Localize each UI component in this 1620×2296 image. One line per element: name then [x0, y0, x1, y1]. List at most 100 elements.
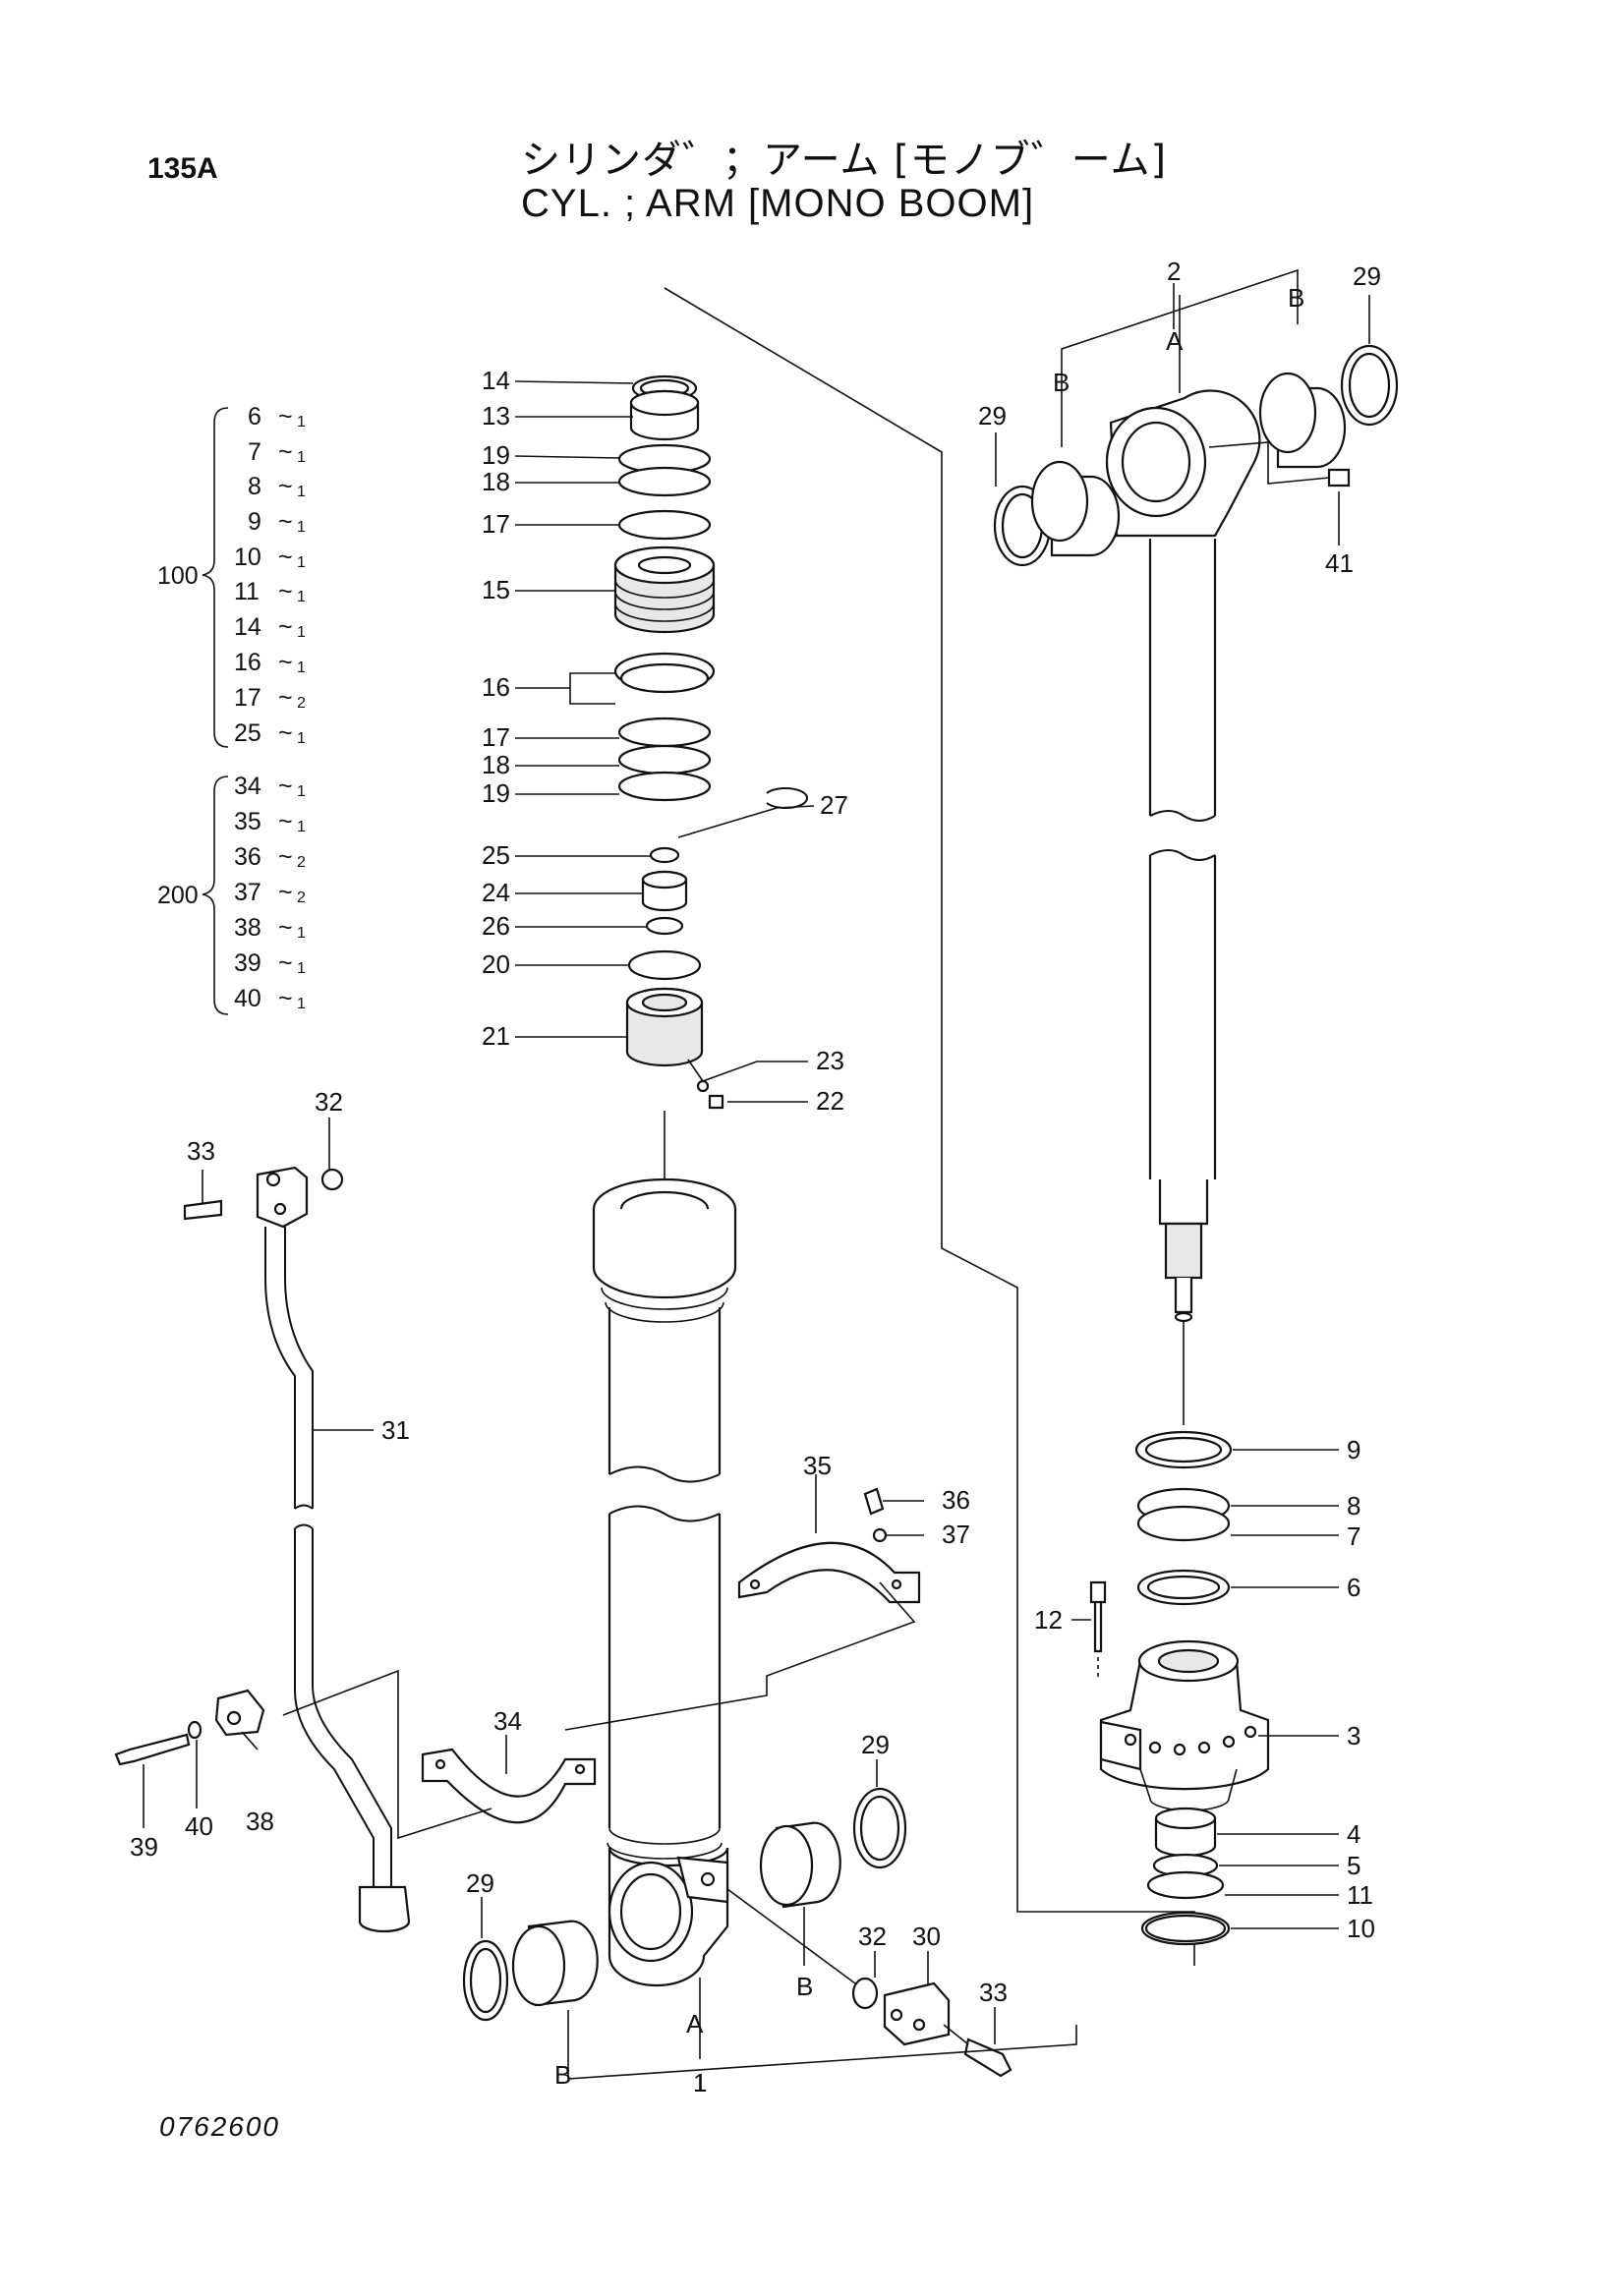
callout-17b: 17 — [482, 722, 510, 752]
part-39-bolt — [114, 1733, 191, 1766]
tube-B-bracket-bottom — [567, 2025, 1077, 2080]
kit-100-label: 100 — [157, 562, 199, 590]
kit-item-no: 17 — [234, 684, 261, 712]
callout-11: 11 — [1347, 1880, 1373, 1910]
pipe-31-upper — [264, 1227, 314, 1509]
part-26-ring — [645, 916, 684, 936]
kit-item-no: 37 — [234, 879, 261, 906]
kit-item-qty: 2 — [297, 854, 306, 871]
kit-item-no: 6 — [248, 403, 261, 430]
kit-item-qty: 1 — [297, 960, 306, 977]
pipe-bracket-hardware — [114, 1689, 265, 1828]
callout-10: 10 — [1347, 1914, 1375, 1943]
callout-19: 19 — [482, 440, 510, 470]
callout-12: 12 — [1034, 1605, 1063, 1635]
callout-B-rod-left: B — [1053, 368, 1070, 397]
leader-lines — [202, 283, 1370, 2044]
callout-3: 3 — [1347, 1721, 1360, 1751]
kit-item-qty: 1 — [297, 414, 306, 430]
kit-200-label: 200 — [157, 882, 199, 909]
svg-text:~: ~ — [278, 914, 293, 942]
kit-item-no: 36 — [234, 843, 261, 871]
callout-2: 2 — [1167, 257, 1181, 286]
svg-text:~: ~ — [278, 544, 293, 571]
part-33-bolt-bottom — [963, 2038, 1012, 2078]
kit-item-qty: 1 — [297, 589, 306, 605]
callout-13: 13 — [482, 401, 510, 430]
part-32-oring-top — [320, 1168, 344, 1191]
kit-item-no: 7 — [248, 438, 261, 466]
callout-A-tube: A — [686, 2009, 704, 2038]
pipe-assembly — [183, 1166, 411, 1933]
piston-group-line — [664, 287, 1195, 1966]
kit-item-qty: 1 — [297, 519, 306, 536]
part-40-washer — [187, 1720, 202, 1740]
part-27-snap-ring — [766, 787, 809, 809]
callout-29-tube-right: 29 — [861, 1730, 890, 1759]
callout-20: 20 — [482, 949, 510, 979]
kit-item-no: 25 — [234, 719, 261, 747]
kit-item-qty: 1 — [297, 554, 306, 571]
callout-6: 6 — [1347, 1573, 1360, 1602]
callout-37: 37 — [942, 1520, 970, 1549]
part-32-oring-bottom — [851, 1977, 879, 2010]
callout-25: 25 — [482, 840, 510, 870]
kit-item-qty: 2 — [297, 890, 306, 906]
part-12-bolt — [1089, 1580, 1107, 1653]
callout-18: 18 — [482, 467, 510, 496]
callout-7: 7 — [1347, 1521, 1360, 1551]
svg-text:~: ~ — [278, 879, 293, 906]
kit-item-qty: 1 — [297, 484, 306, 500]
callout-8: 8 — [1347, 1491, 1360, 1521]
part-17b-ring — [617, 717, 712, 748]
cylinder-tube — [592, 1111, 737, 1987]
kit-item-no: 34 — [234, 773, 261, 800]
kit-item-qty: 1 — [297, 660, 306, 676]
kit-item-qty: 1 — [297, 449, 306, 466]
callout-18b: 18 — [482, 750, 510, 779]
part-18-ring — [617, 466, 712, 497]
kit-100-brace — [202, 407, 229, 748]
svg-text:~: ~ — [278, 403, 293, 430]
callout-32-top: 32 — [315, 1087, 343, 1117]
page-number: 135A — [147, 152, 218, 185]
callout-4: 4 — [1347, 1819, 1360, 1849]
part-17-ring — [617, 509, 712, 541]
callout-32-bottom: 32 — [858, 1922, 887, 1951]
part-7-ring — [1136, 1505, 1231, 1542]
callout-16: 16 — [482, 672, 510, 702]
callout-21: 21 — [482, 1021, 510, 1051]
callout-40: 40 — [185, 1811, 213, 1841]
svg-text:~: ~ — [278, 613, 293, 641]
pipe-end-nut — [358, 1885, 411, 1933]
part-41-grease-fitting — [1327, 468, 1351, 488]
kit-200-items: 34~1 35~1 36~2 37~2 38~1 39~1 40~1 — [234, 773, 306, 1012]
title-japanese: シリンダ゛；アーム [モノブ゛ーム] — [521, 138, 1168, 183]
part-20-washer — [627, 949, 702, 981]
callout-5: 5 — [1347, 1851, 1360, 1880]
kit-100-items: 6~1 7~1 8~1 9~1 10~1 11~1 14~1 16~1 17~2… — [234, 403, 306, 747]
callout-33-top: 33 — [187, 1136, 215, 1166]
kit-item-no: 35 — [234, 808, 261, 835]
part-35-clamp — [737, 1487, 921, 1604]
callout-29-rod-left: 29 — [978, 401, 1007, 430]
callout-36: 36 — [942, 1485, 970, 1515]
kit-item-no: 10 — [234, 544, 261, 571]
svg-text:~: ~ — [278, 508, 293, 536]
svg-text:~: ~ — [278, 438, 293, 466]
drawing-number: 0762600 — [159, 2111, 281, 2142]
svg-text:~: ~ — [278, 473, 293, 500]
kit-item-no: 8 — [248, 473, 261, 500]
callout-14: 14 — [482, 366, 510, 395]
callout-41: 41 — [1325, 548, 1354, 578]
part-22-screw — [708, 1094, 724, 1110]
callout-29-tube-left: 29 — [466, 1868, 494, 1898]
kit-item-no: 38 — [234, 914, 261, 942]
svg-text:~: ~ — [278, 719, 293, 747]
part-34-clamp — [421, 1748, 597, 1824]
svg-text:~: ~ — [278, 578, 293, 605]
callout-34: 34 — [493, 1706, 522, 1736]
part-18b-ring — [617, 744, 712, 775]
kit-item-no: 14 — [234, 613, 261, 641]
